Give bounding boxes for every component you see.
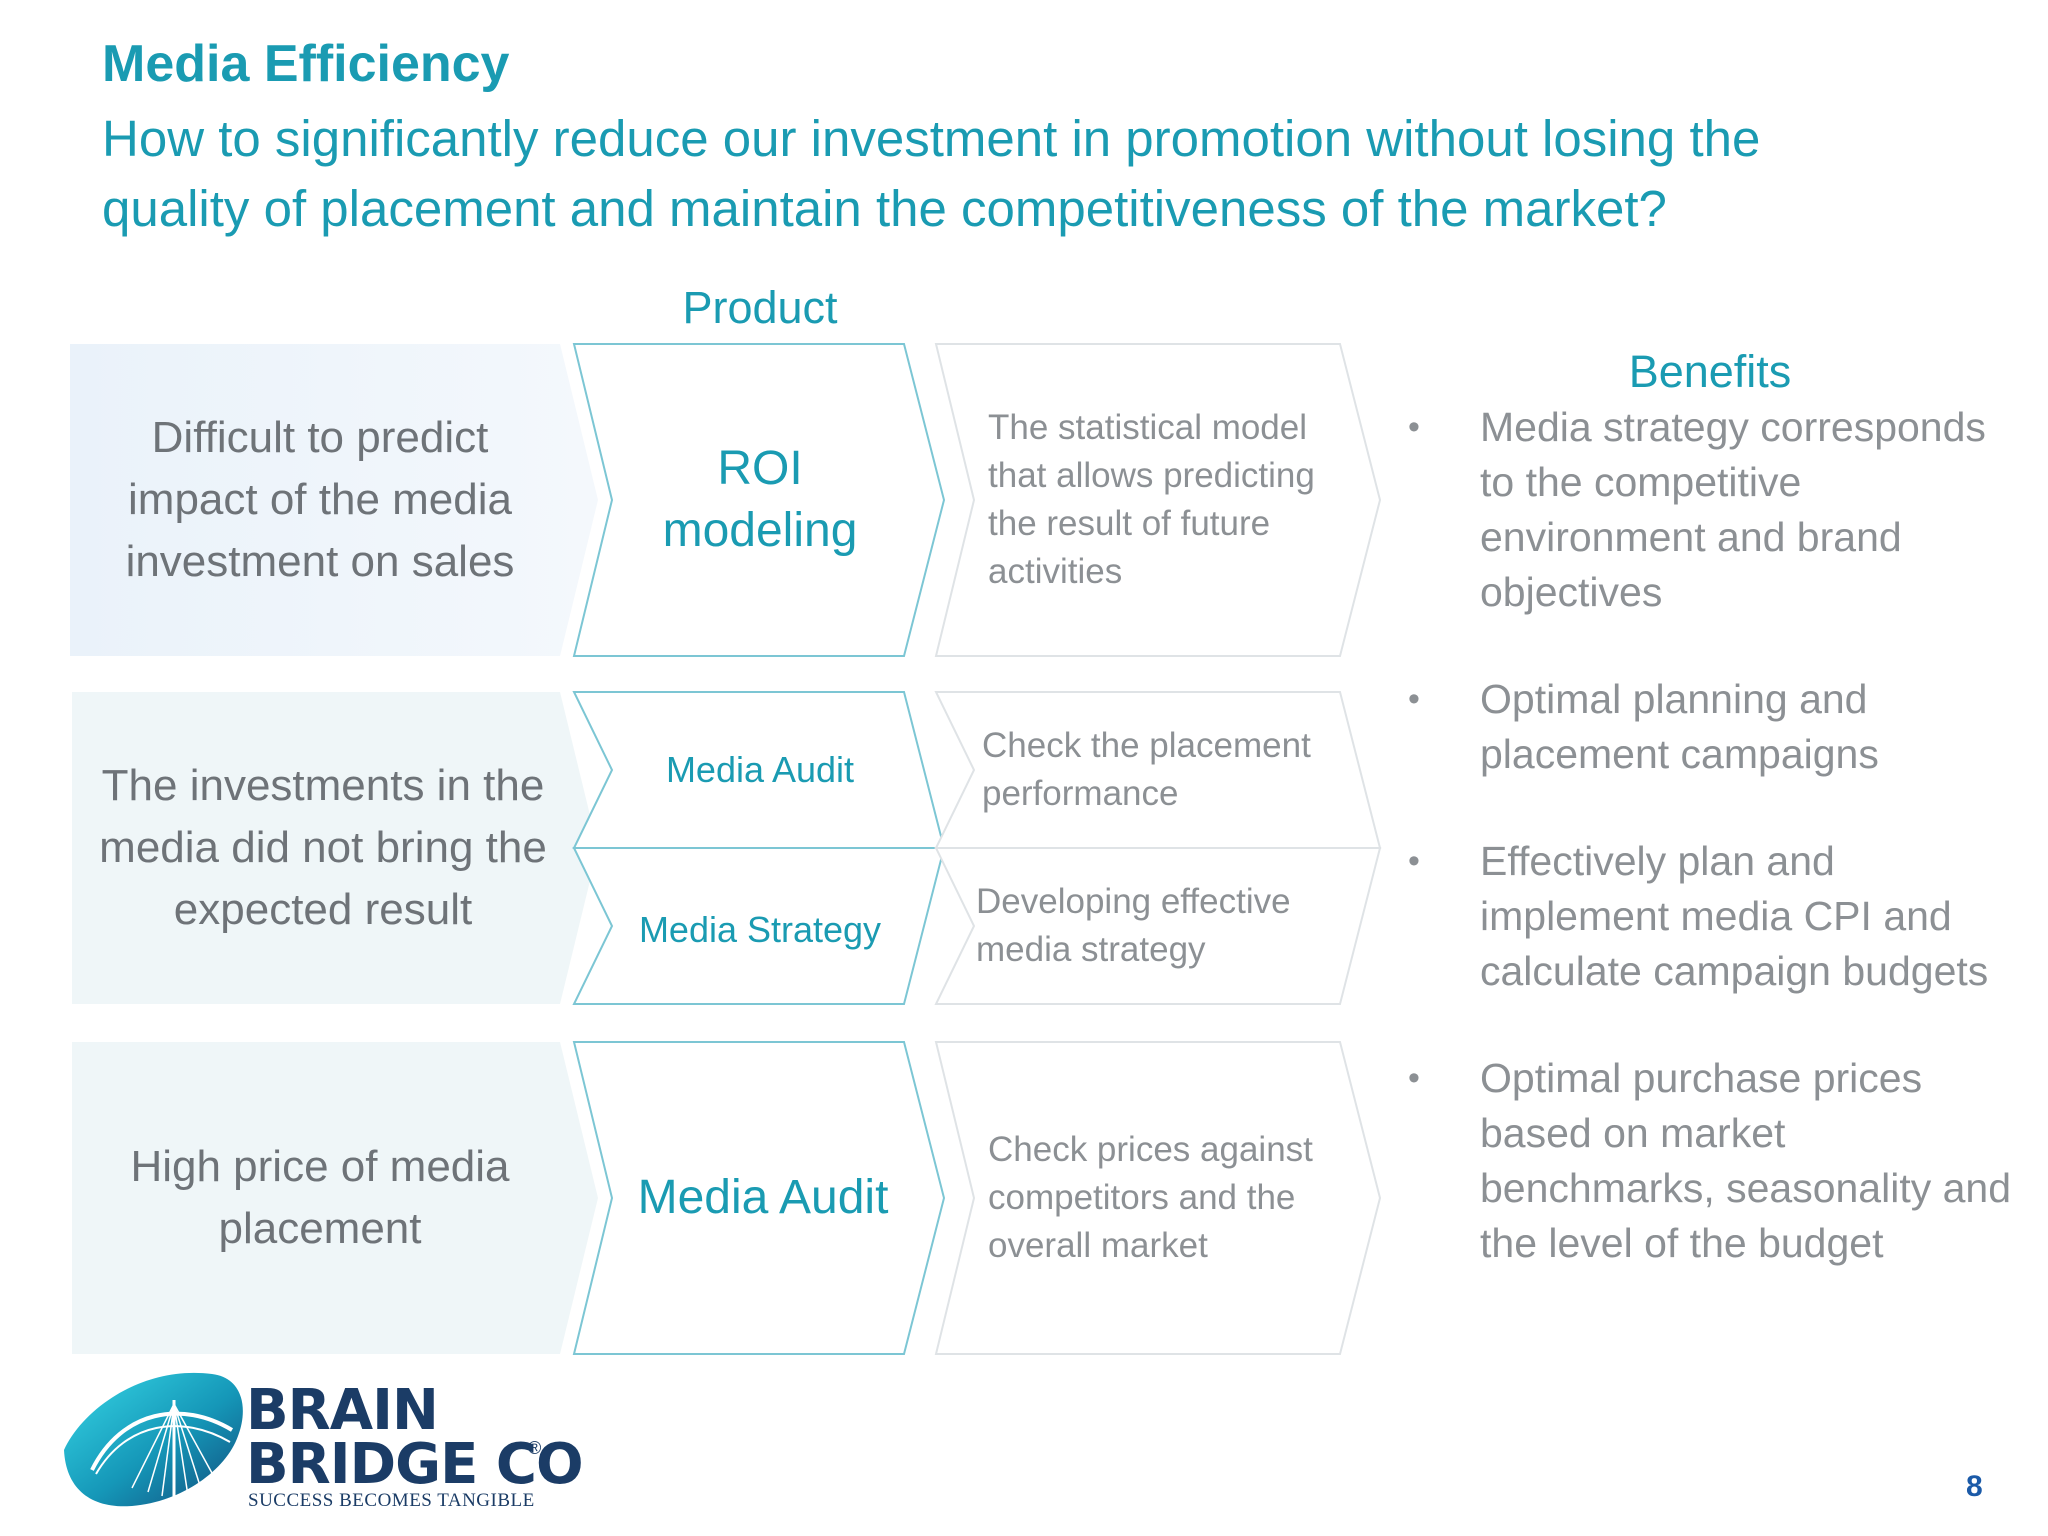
- benefit-text: Effectively plan and implement media CPI…: [1480, 838, 1989, 994]
- slide-title: Media Efficiency: [102, 35, 510, 93]
- slide-subtitle: How to significantly reduce our investme…: [102, 110, 1761, 237]
- product-chevron-3: [572, 1041, 946, 1355]
- problem-text-3: High price of media placement: [130, 1142, 510, 1253]
- product-column-header: Product: [682, 282, 838, 333]
- product-label-roi-modeling: ROI modeling: [662, 442, 858, 557]
- benefits-list: • Media strategy corresponds to the comp…: [1400, 400, 2020, 1271]
- logo-text-bridge-co: BRIDGE CO: [246, 1432, 584, 1497]
- brain-bridge-logo-icon: [64, 1372, 243, 1507]
- product-label-media-audit-3: Media Audit: [637, 1171, 889, 1224]
- benefit-text: Optimal purchase prices based on market …: [1480, 1055, 2012, 1266]
- logo-text-brain: BRAIN: [246, 1378, 439, 1443]
- bullet-icon: •: [1408, 842, 1420, 880]
- registered-mark: ®: [528, 1438, 542, 1458]
- problem-chevron-3: [72, 1042, 598, 1354]
- benefit-item: • Optimal purchase prices based on marke…: [1400, 1051, 2020, 1271]
- benefits-column-header: Benefits: [1628, 346, 1792, 397]
- description-chevron-3: [934, 1041, 1382, 1355]
- problem-text-1: Difficult to predict impact of the media…: [125, 413, 515, 586]
- benefit-text: Media strategy corresponds to the compet…: [1480, 404, 1986, 615]
- product-label-media-strategy: Media Strategy: [638, 909, 882, 950]
- bullet-icon: •: [1408, 408, 1420, 446]
- bullet-icon: •: [1408, 680, 1420, 718]
- problem-chevron-2: [72, 692, 598, 1004]
- page-number: 8: [1966, 1470, 1983, 1503]
- problem-chevron-1: [70, 344, 598, 656]
- description-text-2b: Developing effective media strategy: [976, 882, 1291, 969]
- description-chevron-1: [934, 343, 1382, 657]
- product-label-media-audit-2: Media Audit: [665, 749, 855, 790]
- benefit-item: • Optimal planning and placement campaig…: [1400, 672, 2020, 782]
- logo-tagline: SUCCESS BECOMES TANGIBLE: [248, 1490, 535, 1511]
- problem-text-2: The investments in the media did not bri…: [99, 761, 547, 934]
- description-text-3: Check prices against competitors and the…: [988, 1130, 1313, 1265]
- benefit-text: Optimal planning and placement campaigns: [1480, 676, 1879, 777]
- product-chevron-2b: [572, 847, 946, 1005]
- benefit-item: • Media strategy corresponds to the comp…: [1400, 400, 2020, 620]
- description-text-2a: Check the placement performance: [982, 726, 1311, 813]
- description-text-1: The statistical model that allows predic…: [988, 408, 1315, 591]
- product-chevron-1: [572, 343, 946, 657]
- description-chevron-2b: [934, 847, 1382, 1005]
- bullet-icon: •: [1408, 1059, 1420, 1097]
- benefit-item: • Effectively plan and implement media C…: [1400, 834, 2020, 999]
